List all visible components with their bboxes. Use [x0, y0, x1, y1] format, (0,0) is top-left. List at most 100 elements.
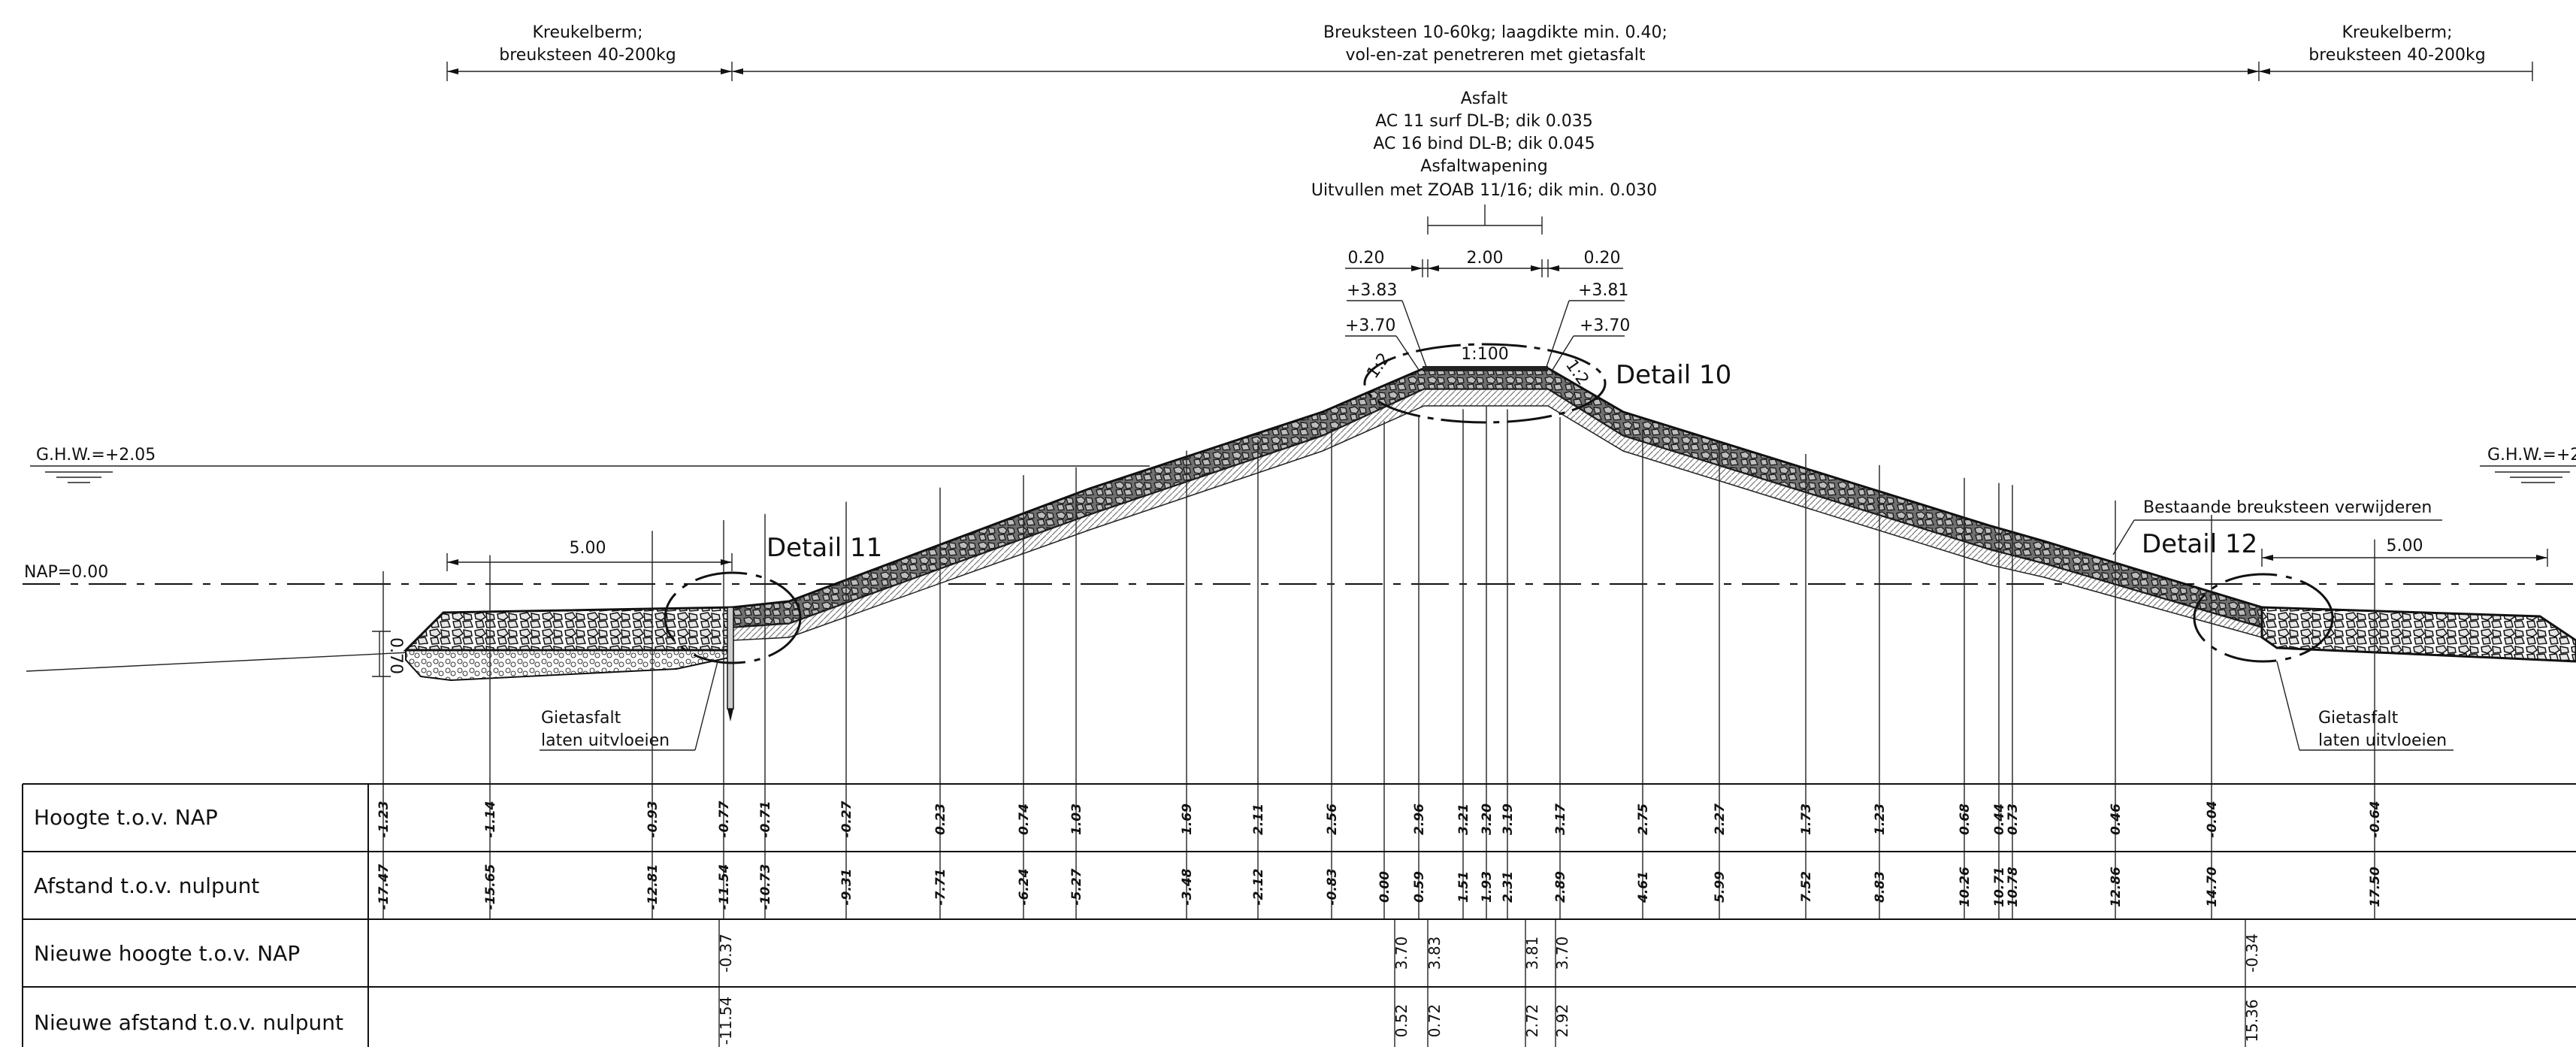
- top-dimension-chain: [446, 62, 2533, 81]
- ghw-right-label: G.H.W.=+2.0: [2487, 446, 2576, 464]
- afstand-cell: 10.71: [1992, 867, 2007, 907]
- afstand-cell: -0.83: [1325, 869, 1340, 906]
- hoogte-cell: 2.75: [1636, 803, 1651, 835]
- afstand-cell: -7.71: [933, 869, 948, 906]
- gietasfalt-right-line1: Gietasfalt: [2318, 709, 2399, 728]
- afstand-cell: -12.81: [646, 864, 661, 910]
- afstand-cell: 0.59: [1412, 871, 1427, 903]
- afstand-cell: 1.93: [1480, 871, 1495, 903]
- crest-levels: +3.83 +3.70 +3.81 +3.70: [1345, 281, 1630, 371]
- afstand-cell: 10.26: [1958, 867, 1973, 907]
- table-values: -1.23 -1.14 -0.93 -0.77 -0.71 -0.27 0.23 0.74 1.…: [376, 800, 2383, 1045]
- right-kreukelberm-line1: Kreukelberm;: [2342, 23, 2452, 42]
- afstand-cell: -2.12: [1251, 869, 1266, 906]
- hoogte-cell: 1.73: [1799, 803, 1814, 835]
- dike-body: [26, 366, 2576, 722]
- bestaande-note: Bestaande breuksteen verwijderen: [2143, 498, 2432, 517]
- hoogte-cell: 3.17: [1553, 803, 1568, 835]
- profile-table: Hoogte t.o.v. NAP Afstand t.o.v. nulpunt…: [22, 783, 2576, 1047]
- hoogte-cell: 3.20: [1480, 803, 1495, 835]
- hoogte-cell: -0.77: [717, 800, 732, 837]
- afstand-cell: 14.70: [2205, 867, 2220, 907]
- afstand-cell: 8.83: [1873, 871, 1888, 903]
- row-label-nieuwe-hoogte: Nieuwe hoogte t.o.v. NAP: [34, 941, 300, 966]
- hoogte-cell: 2.27: [1713, 803, 1728, 835]
- detail-10-label: Detail 10: [1616, 360, 1731, 390]
- breuksteen-spec-line2: vol-en-zat penetreren met gietasfalt: [1345, 46, 1645, 65]
- station-lines: [382, 406, 2375, 1047]
- hoogte-cell: -0.64: [2368, 801, 2383, 838]
- hoogte-cell: -1.14: [483, 801, 498, 838]
- slope-crest-label: 1:100: [1461, 345, 1508, 364]
- asfalt-spec-line: Asfaltwapening: [1420, 157, 1547, 176]
- nieuwe-hoogte-cell: -0.34: [2243, 934, 2261, 973]
- level-left-bottom: +3.70: [1345, 316, 1395, 335]
- afstand-cell: 2.89: [1553, 871, 1568, 903]
- detail-11-label: Detail 11: [766, 533, 882, 563]
- hoogte-cell: -0.93: [646, 801, 661, 838]
- nieuwe-afstand-cell: 2.92: [1553, 1004, 1571, 1038]
- hoogte-cell: -0.71: [758, 801, 773, 838]
- afstand-cell: -10.73: [758, 864, 773, 910]
- thickness-dim: 0.70: [386, 637, 405, 674]
- hoogte-cell: 2.56: [1325, 803, 1340, 835]
- asfalt-spec: Asfalt AC 11 surf DL-B; dik 0.035 AC 16 …: [1311, 89, 1657, 235]
- hoogte-cell: 0.44: [1992, 803, 2007, 835]
- hoogte-cell: 2.96: [1412, 803, 1427, 835]
- crest-dim-right: 0.20: [1584, 249, 1621, 268]
- hoogte-cell: 3.21: [1456, 803, 1471, 835]
- berm-dimensions: 5.00 5.00 0.70: [372, 537, 2548, 677]
- gietasfalt-right-line2: laten uitvloeien: [2318, 731, 2447, 750]
- level-left-top: +3.83: [1347, 281, 1397, 300]
- crest-dim-left: 0.20: [1348, 249, 1385, 268]
- afstand-cell: -6.24: [1017, 869, 1032, 906]
- nieuwe-hoogte-cell: 3.83: [1426, 937, 1444, 970]
- nieuwe-afstand-cell: 2.72: [1523, 1004, 1541, 1038]
- afstand-cell: 10.78: [2006, 867, 2021, 907]
- nieuwe-afstand-cell: -11.54: [717, 997, 735, 1045]
- afstand-cell: 0.00: [1377, 871, 1392, 903]
- gietasfalt-left-line1: Gietasfalt: [541, 709, 621, 728]
- hoogte-cell: 0.68: [1958, 803, 1973, 835]
- hoogte-cell: 1.03: [1069, 803, 1084, 835]
- afstand-cell: 12.86: [2109, 867, 2124, 907]
- crest-dim-middle: 2.00: [1467, 249, 1504, 268]
- nieuwe-hoogte-cell: -0.37: [717, 934, 735, 973]
- afstand-cell: -11.54: [717, 864, 732, 910]
- right-kreukelberm-line2: breuksteen 40-200kg: [2308, 46, 2485, 65]
- asfalt-spec-line: Uitvullen met ZOAB 11/16; dik min. 0.030: [1311, 181, 1657, 200]
- left-kreukelberm-line2: breuksteen 40-200kg: [499, 46, 676, 65]
- hoogte-cell: 1.69: [1180, 803, 1195, 835]
- afstand-cell: -9.31: [839, 869, 854, 906]
- hoogte-cell: -0.27: [839, 800, 854, 837]
- level-right-top: +3.81: [1578, 281, 1628, 300]
- asfalt-spec-line: AC 16 bind DL-B; dik 0.045: [1373, 135, 1595, 153]
- nap-label: NAP=0.00: [24, 563, 108, 582]
- hoogte-cell: 0.74: [1017, 803, 1032, 835]
- afstand-cell: -15.65: [483, 864, 498, 910]
- hoogte-cell: 0.23: [933, 803, 948, 835]
- hoogte-cell: 0.46: [2109, 803, 2124, 835]
- detail-markers: Detail 10 Detail 11 Detail 12: [664, 343, 2334, 664]
- nieuwe-afstand-cell: 0.72: [1426, 1004, 1444, 1038]
- row-label-nieuwe-afstand: Nieuwe afstand t.o.v. nulpunt: [34, 1010, 343, 1035]
- detail-12-label: Detail 12: [2142, 529, 2257, 559]
- ghw-left-label: G.H.W.=+2.05: [36, 446, 156, 464]
- afstand-cell: 7.52: [1799, 871, 1814, 903]
- left-kreukelberm-line1: Kreukelberm;: [532, 23, 642, 42]
- hoogte-cell: 0.73: [2006, 803, 2021, 835]
- hoogte-cell: -1.23: [376, 801, 392, 838]
- afstand-cell: 1.51: [1456, 871, 1471, 903]
- notes: Gietasfalt laten uitvloeien Gietasfalt l…: [540, 498, 2454, 751]
- afstand-cell: 5.99: [1713, 871, 1728, 903]
- afstand-cell: -5.27: [1069, 868, 1084, 905]
- afstand-cell: 17.50: [2368, 867, 2383, 907]
- hoogte-cell: 1.23: [1873, 803, 1888, 835]
- right-berm-dim: 5.00: [2387, 537, 2423, 555]
- asfalt-spec-line: AC 11 surf DL-B; dik 0.035: [1375, 112, 1592, 131]
- row-label-afstand: Afstand t.o.v. nulpunt: [34, 873, 259, 898]
- hoogte-cell: -0.04: [2205, 801, 2220, 838]
- nieuwe-hoogte-cell: 3.70: [1553, 937, 1571, 970]
- nieuwe-afstand-cell: 0.52: [1392, 1004, 1410, 1038]
- gietasfalt-left-line2: laten uitvloeien: [541, 731, 670, 750]
